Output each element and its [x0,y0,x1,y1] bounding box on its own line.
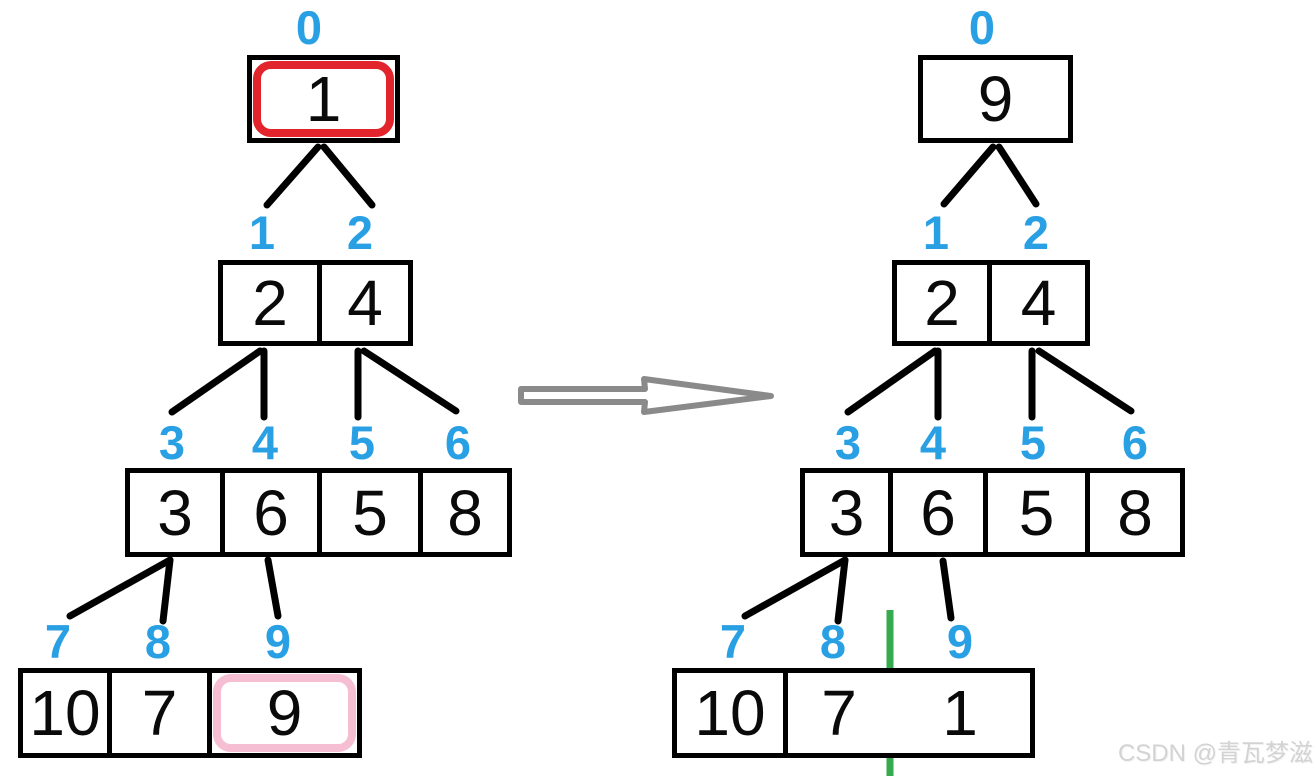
left-node-4-value: 6 [253,476,289,549]
right-index-2: 2 [1022,206,1050,259]
left-node-0-value: 1 [305,63,342,135]
right-node-1-value: 2 [924,267,960,339]
left-index-3: 3 [158,416,186,469]
right-node-7-value: 10 [694,677,766,749]
right-node-4-value: 6 [920,476,956,549]
transform-arrow-icon [518,376,774,415]
left-index-1: 1 [248,206,276,259]
left-node-3-value: 3 [157,476,193,549]
right-root-node: 9 [918,55,1073,143]
left-index-5: 5 [348,416,376,469]
right-edge-3-7 [741,556,849,620]
left-edge-3-7 [66,556,174,620]
right-index-1: 1 [922,206,950,259]
left-edge-2-6 [360,347,460,415]
left-level3-row: 10 7 9 [18,668,362,758]
csdn-watermark: CSDN @青瓦梦滋 [1117,740,1313,767]
left-edge-0-2 [320,143,376,209]
left-node-9-value: 9 [266,677,303,749]
left-level1-row: 2 4 [218,260,413,346]
right-index-5: 5 [1019,416,1047,469]
right-node-2-value: 4 [1020,267,1057,339]
right-edge-0-1 [940,143,997,208]
right-edge-0-2 [995,143,1040,208]
right-index-4: 4 [919,416,947,469]
right-node-8-value: 7 [821,677,857,749]
left-edge-0-1 [263,143,322,209]
right-index-3: 3 [834,416,862,469]
right-index-9: 9 [946,615,974,668]
left-index-0: 0 [295,1,323,54]
right-level2-row: 3 6 5 8 [800,468,1185,557]
left-index-9: 9 [264,615,292,668]
left-edge-1-3 [168,347,264,416]
left-root-node: 1 [247,55,400,143]
right-node-3-value: 3 [828,476,865,549]
right-level1-row: 2 4 [892,260,1090,346]
right-node-9-value: 1 [942,677,978,749]
right-node-0-value: 9 [977,63,1014,135]
right-level3-row: 10 7 1 [672,668,1035,758]
left-node-5-value: 5 [352,476,388,549]
right-index-0: 0 [968,1,996,54]
left-index-8: 8 [144,615,172,668]
left-index-2: 2 [346,206,374,259]
left-node-1-value: 2 [252,267,288,339]
left-level2-row: 3 6 5 8 [125,468,512,557]
left-index-6: 6 [444,416,472,469]
left-index-7: 7 [44,615,72,668]
right-index-8: 8 [819,615,847,668]
right-edge-4-9 [939,557,955,622]
right-edge-1-3 [844,347,939,416]
left-node-7-value: 10 [29,677,101,749]
right-index-6: 6 [1121,416,1149,469]
left-edge-3-8 [159,556,174,625]
left-node-6-value: 8 [447,476,483,549]
left-index-4: 4 [251,416,279,469]
left-edge-4-9 [264,556,282,620]
right-index-7: 7 [719,615,747,668]
left-node-8-value: 7 [141,677,178,749]
left-node-2-value: 4 [347,267,383,339]
right-edge-2-6 [1035,347,1135,415]
right-edge-3-8 [834,556,849,625]
right-node-5-value: 5 [1018,476,1055,549]
right-node-6-value: 8 [1117,476,1153,549]
